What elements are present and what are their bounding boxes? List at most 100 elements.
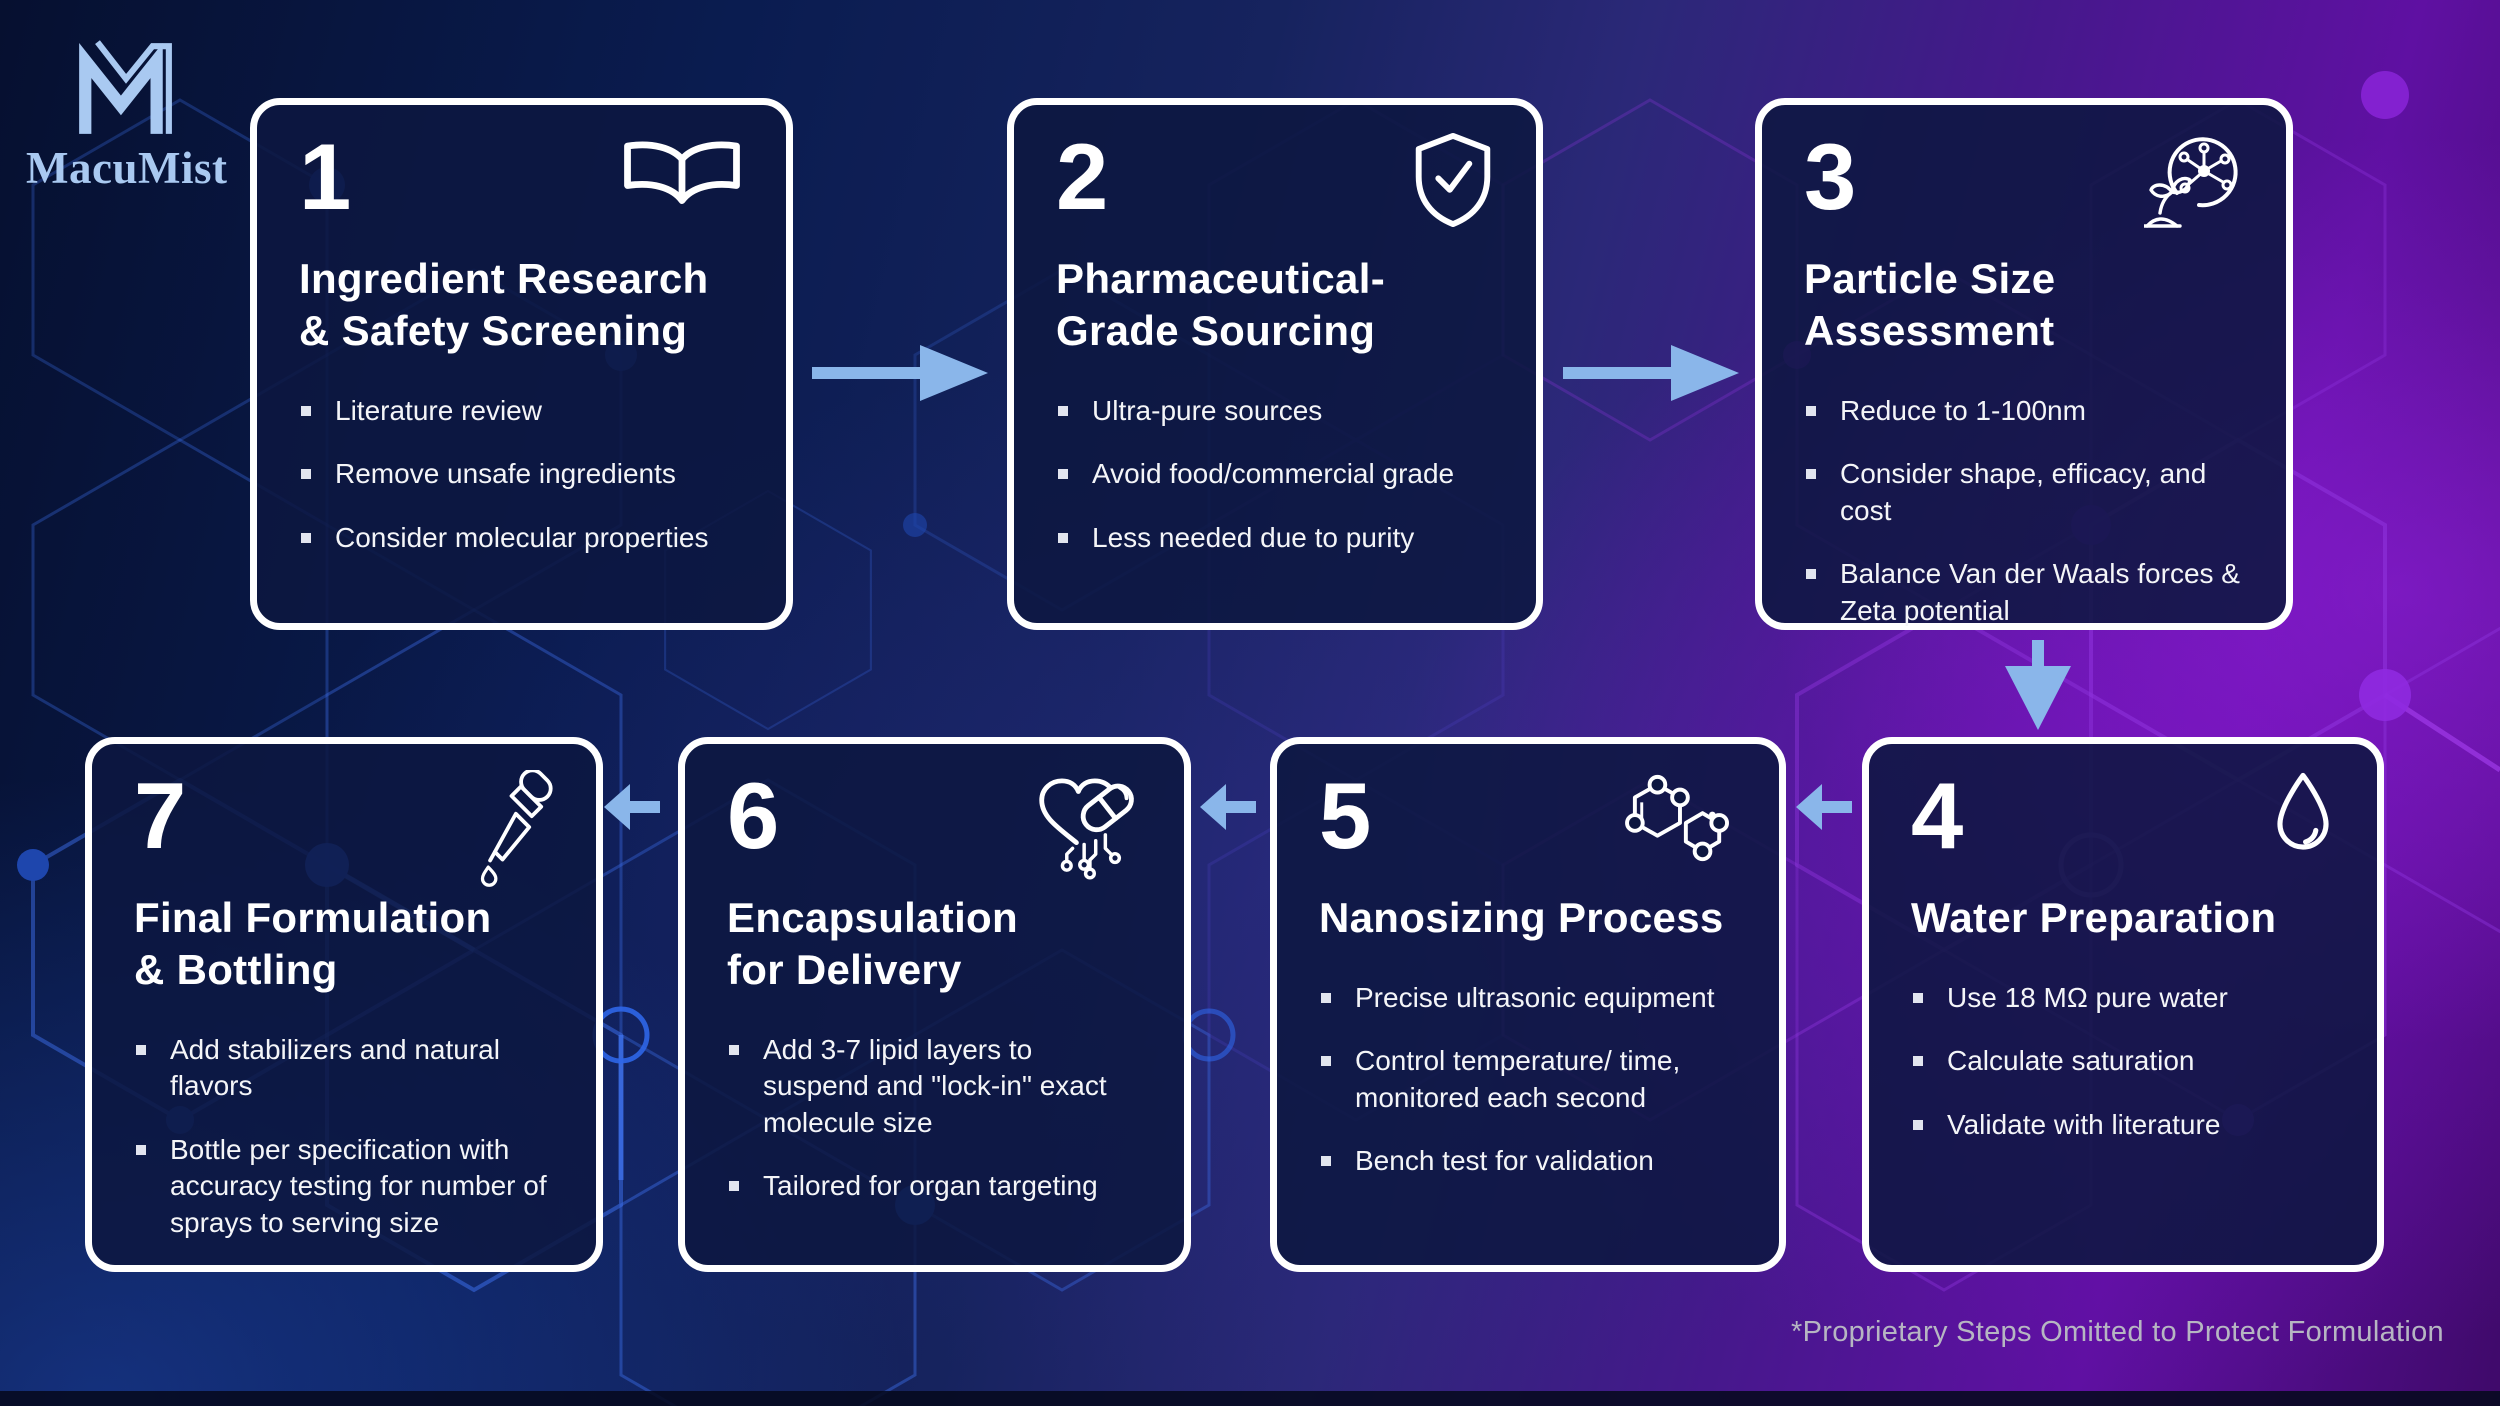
bullet-text: Balance Van der Waals forces & Zeta pote… <box>1840 558 2240 626</box>
bullet-square-icon <box>729 1181 739 1192</box>
step-card-4: 4 Water Preparation Use 18 MΩ pure water… <box>1862 737 2384 1272</box>
arrow-step1-to-step2-icon <box>812 341 988 405</box>
bullet-text: Control temperature/ time, monitored eac… <box>1355 1045 1681 1113</box>
bullet-text: Tailored for organ targeting <box>763 1170 1098 1202</box>
open-book-icon <box>620 131 744 210</box>
bullet-text: Reduce to 1-100nm <box>1840 395 2086 427</box>
bullet-item: Bottle per specification with accuracy t… <box>134 1132 556 1241</box>
step-bullets: Precise ultrasonic equipment Control tem… <box>1319 980 1739 1180</box>
arrow-step5-to-step6-icon <box>1200 784 1256 830</box>
arrow-step2-to-step3-icon <box>1563 341 1739 405</box>
bullet-square-icon <box>1321 1156 1331 1167</box>
bullet-item: Validate with literature <box>1911 1107 2337 1143</box>
step-number: 2 <box>1056 124 1110 229</box>
bullet-square-icon <box>1321 1056 1331 1067</box>
heart-capsule-circuit-icon <box>1034 770 1142 894</box>
bullet-text: Ultra-pure sources <box>1092 395 1323 427</box>
step-title: Final Formulation & Bottling <box>134 893 492 993</box>
arrow-step4-to-step5-icon <box>1796 784 1852 830</box>
bullet-text: Calculate saturation <box>1947 1045 2195 1077</box>
bullet-square-icon <box>1058 406 1068 417</box>
step-number: 4 <box>1911 763 1965 868</box>
bullet-item: Calculate saturation <box>1911 1043 2337 1079</box>
logo: MacuMist <box>26 34 228 194</box>
bullet-square-icon <box>136 1144 146 1155</box>
bullet-square-icon <box>1321 992 1331 1003</box>
step-number: 5 <box>1319 763 1373 868</box>
step-card-7: 7 Final Formulation & Bottling Add stabi… <box>85 737 603 1272</box>
logo-text: MacuMist <box>26 143 228 193</box>
bullet-item: Consider shape, efficacy, and cost <box>1804 456 2246 529</box>
bullet-item: Remove unsafe ingredients <box>299 456 746 492</box>
step-title: Nanosizing Process <box>1319 893 1724 941</box>
bullet-text: Consider shape, efficacy, and cost <box>1840 458 2207 526</box>
bullet-text: Literature review <box>335 395 542 427</box>
step-card-6: 6 Encapsulation for Delivery Add 3-7 lip… <box>678 737 1191 1272</box>
bullet-item: Control temperature/ time, monitored eac… <box>1319 1043 1739 1116</box>
bullet-item: Balance Van der Waals forces & Zeta pote… <box>1804 556 2246 629</box>
arrow-step3-to-step4-icon <box>2005 640 2071 730</box>
macumist-monogram-icon <box>79 40 172 134</box>
bullet-text: Avoid food/commercial grade <box>1092 458 1455 490</box>
step-bullets: Add stabilizers and natural flavors Bott… <box>134 1032 556 1241</box>
bullet-text: Bench test for validation <box>1355 1145 1654 1177</box>
step-title: Encapsulation for Delivery <box>727 893 1018 993</box>
bullet-item: Precise ultrasonic equipment <box>1319 980 1739 1016</box>
bullet-text: Bottle per specification with accuracy t… <box>170 1133 547 1238</box>
step-card-5: 5 Nanosizing Process Precise ultrasonic … <box>1270 737 1786 1272</box>
bullet-item: Consider molecular properties <box>299 520 746 556</box>
step-card-2: 2 Pharmaceutical- Grade Sourcing Ultra-p… <box>1007 98 1543 630</box>
bullet-text: Use 18 MΩ pure water <box>1947 981 2228 1013</box>
bullet-square-icon <box>1806 406 1816 417</box>
bottom-bar <box>0 1391 2500 1406</box>
bullet-item: Avoid food/commercial grade <box>1056 456 1496 492</box>
step-bullets: Add 3-7 lipid layers to suspend and "loc… <box>727 1032 1144 1205</box>
step-bullets: Ultra-pure sources Avoid food/commercial… <box>1056 393 1496 556</box>
water-drop-icon <box>2271 770 2335 855</box>
step-bullets: Reduce to 1-100nm Consider shape, effica… <box>1804 393 2246 629</box>
step-number: 3 <box>1804 124 1858 229</box>
molecule-icon <box>1621 770 1737 870</box>
bullet-item: Literature review <box>299 393 746 429</box>
bullet-item: Use 18 MΩ pure water <box>1911 980 2337 1016</box>
step-title: Ingredient Research & Safety Screening <box>299 254 709 354</box>
shield-check-icon <box>1412 131 1494 229</box>
bullet-square-icon <box>301 469 311 480</box>
step-bullets: Use 18 MΩ pure water Calculate saturatio… <box>1911 980 2337 1143</box>
bullet-text: Less needed due to purity <box>1092 521 1415 553</box>
bullet-square-icon <box>301 406 311 417</box>
step-title: Pharmaceutical- Grade Sourcing <box>1056 254 1385 354</box>
bullet-square-icon <box>1913 1119 1923 1130</box>
bullet-square-icon <box>1058 532 1068 543</box>
bullet-item: Add stabilizers and natural flavors <box>134 1032 556 1105</box>
bullet-square-icon <box>1913 1056 1923 1067</box>
proprietary-footnote: *Proprietary Steps Omitted to Protect Fo… <box>1791 1316 2444 1348</box>
step-number: 1 <box>299 124 353 229</box>
bullet-square-icon <box>1806 569 1816 580</box>
bullet-text: Add 3-7 lipid layers to suspend and "loc… <box>763 1034 1107 1138</box>
bullet-item: Bench test for validation <box>1319 1143 1739 1179</box>
bullet-text: Validate with literature <box>1947 1108 2221 1140</box>
nanoparticle-magnifier-icon <box>2144 131 2244 245</box>
bullet-item: Reduce to 1-100nm <box>1804 393 2246 429</box>
step-number: 6 <box>727 763 781 868</box>
bullet-text: Consider molecular properties <box>335 521 709 553</box>
bullet-text: Add stabilizers and natural flavors <box>170 1034 500 1102</box>
step-bullets: Literature review Remove unsafe ingredie… <box>299 393 746 556</box>
bullet-item: Less needed due to purity <box>1056 520 1496 556</box>
step-number: 7 <box>134 763 188 868</box>
arrow-step6-to-step7-icon <box>604 784 660 830</box>
bullet-square-icon <box>1806 469 1816 480</box>
bullet-item: Add 3-7 lipid layers to suspend and "loc… <box>727 1032 1144 1141</box>
bullet-text: Precise ultrasonic equipment <box>1355 981 1715 1013</box>
step-title: Water Preparation <box>1911 893 2277 941</box>
bullet-item: Tailored for organ targeting <box>727 1168 1144 1204</box>
bullet-item: Ultra-pure sources <box>1056 393 1496 429</box>
bullet-square-icon <box>1913 992 1923 1003</box>
bullet-square-icon <box>136 1045 146 1056</box>
bullet-square-icon <box>729 1045 739 1056</box>
dropper-icon <box>472 770 554 888</box>
step-card-1: 1 Ingredient Research & Safety Screening… <box>250 98 793 630</box>
step-title: Particle Size Assessment <box>1804 254 2056 354</box>
